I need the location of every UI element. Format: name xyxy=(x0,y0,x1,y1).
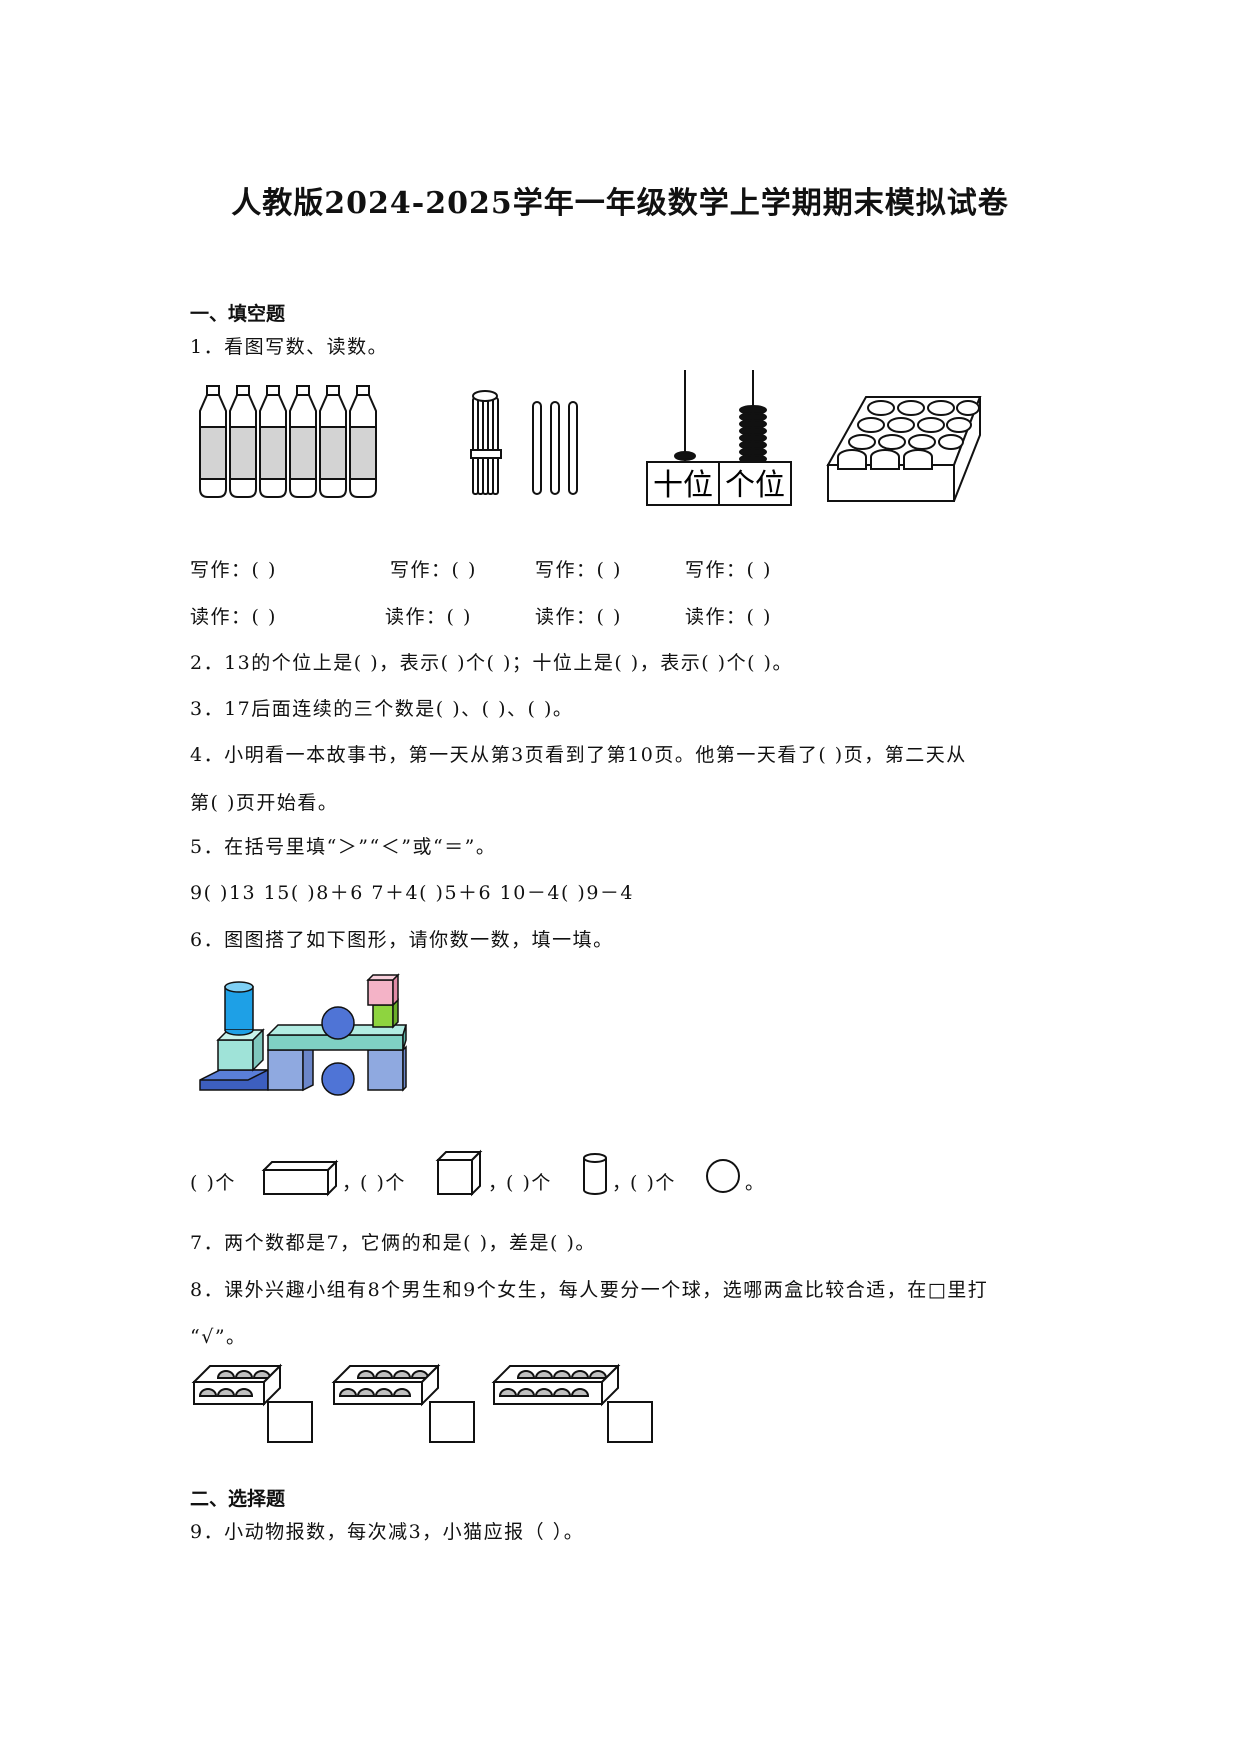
sticks-figure xyxy=(470,390,578,495)
q6-sep-1: ， xyxy=(342,1172,363,1194)
abacus-figure: 十位 个位 xyxy=(646,370,792,506)
q6-sep-2: ， xyxy=(488,1172,509,1194)
read-blank-4[interactable]: 读作：( ) xyxy=(685,606,772,628)
q6-sep-3: ， xyxy=(612,1172,633,1194)
q6-blank-cuboid[interactable]: ( )个 xyxy=(190,1172,236,1194)
question-6: 6．图图搭了如下图形，请你数一数，填一填。 xyxy=(190,929,614,951)
write-blank-2[interactable]: 写作：( ) xyxy=(390,559,477,581)
ball-box-2 xyxy=(331,1363,475,1443)
cup-tray-figure xyxy=(826,396,982,502)
question-1: 1．看图写数、读数。 xyxy=(190,336,389,358)
abacus-tens-label: 十位 xyxy=(653,468,713,503)
q6-end: 。 xyxy=(745,1172,766,1194)
sphere-icon xyxy=(706,1159,740,1193)
ball-box-1 xyxy=(191,1363,313,1443)
question-7: 7．两个数都是7，它俩的和是( )，差是( )。 xyxy=(190,1232,596,1254)
question-2: 2．13的个位上是( )，表示( )个( )；十位上是( )，表示( )个( )… xyxy=(190,652,793,674)
building-blocks-figure xyxy=(199,973,408,1096)
q6-blank-cylinder[interactable]: ( )个 xyxy=(506,1172,552,1194)
question-5: 5．在括号里填“＞”“＜”或“＝”。 xyxy=(190,836,497,858)
section-heading-fill-blank: 一、填空题 xyxy=(190,303,286,325)
write-blank-3[interactable]: 写作：( ) xyxy=(535,559,622,581)
q6-blank-cube[interactable]: ( )个 xyxy=(360,1172,406,1194)
ball-box-3 xyxy=(491,1363,653,1443)
question-4: 4．小明看一本故事书，第一天从第3页看到了第10页。他第一天看了( )页，第二天… xyxy=(190,744,967,766)
checkbox-3[interactable] xyxy=(607,1401,653,1443)
checkbox-2[interactable] xyxy=(429,1401,475,1443)
q6-blank-sphere[interactable]: ( )个 xyxy=(630,1172,676,1194)
page-title: 人教版2024-2025学年一年级数学上学期期末模拟试卷 xyxy=(231,186,1009,221)
question-9: 9．小动物报数，每次减3，小猫应报（ ）。 xyxy=(190,1521,585,1543)
question-8-cont: “√”。 xyxy=(190,1326,247,1348)
bottles-figure xyxy=(199,385,377,498)
read-blank-2[interactable]: 读作：( ) xyxy=(385,606,472,628)
checkbox-1[interactable] xyxy=(267,1401,313,1443)
read-blank-1[interactable]: 读作：( ) xyxy=(190,606,277,628)
question-3: 3．17后面连续的三个数是( )、( )、( )。 xyxy=(190,698,574,720)
question-8: 8．课外兴趣小组有8个男生和9个女生，每人要分一个球，选哪两盒比较合适，在□里打 xyxy=(190,1279,989,1301)
cylinder-icon xyxy=(583,1153,607,1195)
write-blank-1[interactable]: 写作：( ) xyxy=(190,559,277,581)
cuboid-icon xyxy=(261,1159,339,1197)
question-4-cont: 第( )页开始看。 xyxy=(190,792,339,814)
write-blank-4[interactable]: 写作：( ) xyxy=(685,559,772,581)
read-blank-3[interactable]: 读作：( ) xyxy=(535,606,622,628)
question-5-items: 9( )13 15( )8＋6 7＋4( )5＋6 10－4( )9－4 xyxy=(190,882,634,904)
cube-icon xyxy=(435,1149,483,1197)
abacus-ones-label: 个位 xyxy=(725,468,785,503)
section-heading-choice: 二、选择题 xyxy=(190,1488,286,1510)
